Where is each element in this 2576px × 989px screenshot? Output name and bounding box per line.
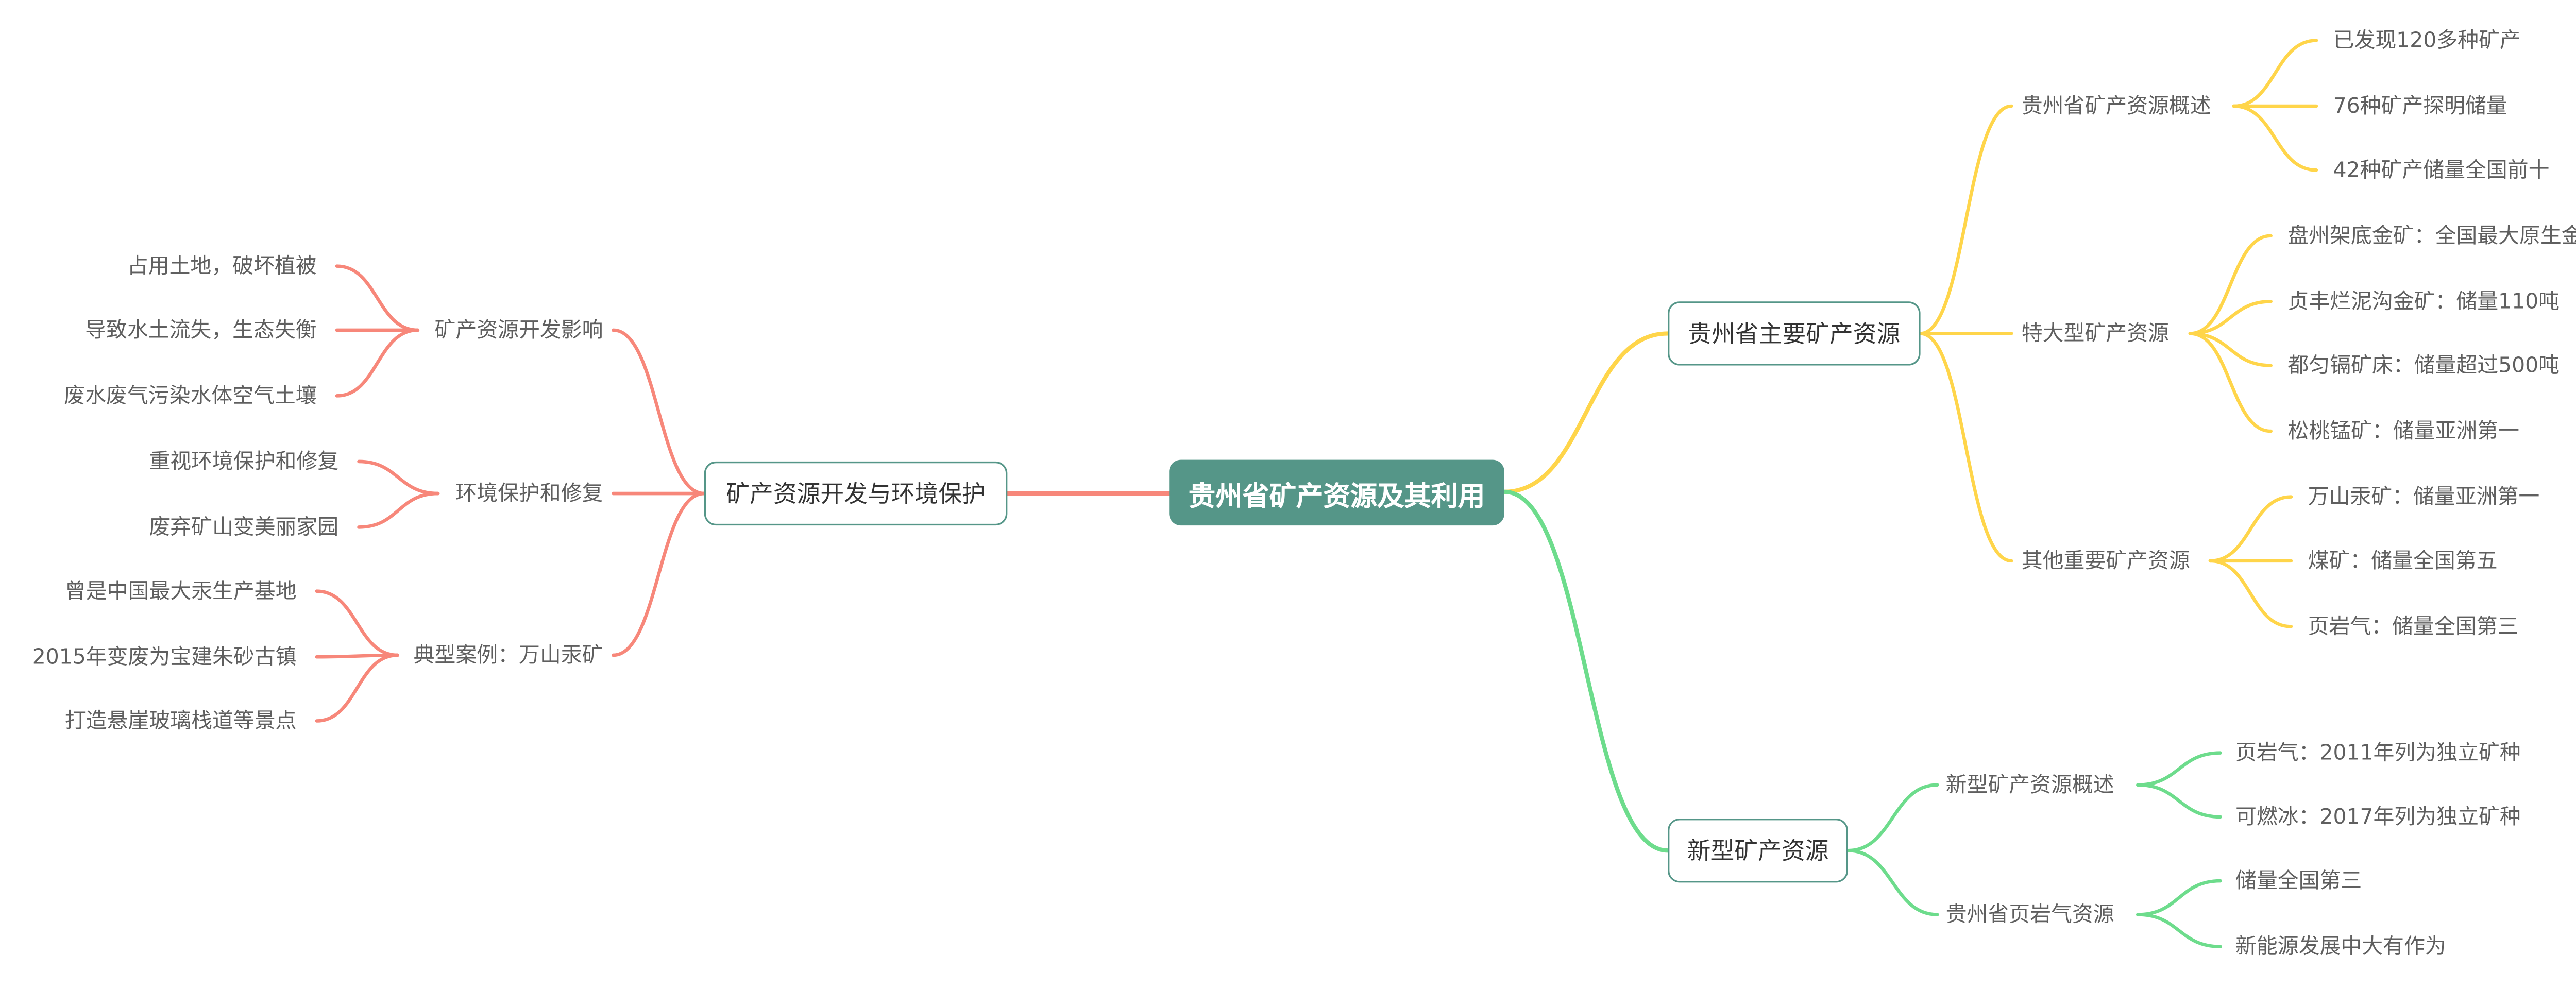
leaf-topic[interactable]: 2015年变废为宝建朱砂古镇 — [32, 643, 297, 669]
leaf-topic[interactable]: 废弃矿山变美丽家园 — [149, 514, 339, 539]
leaf-topic[interactable]: 重视环境保护和修复 — [149, 448, 339, 473]
subtopic[interactable]: 典型案例：万山汞矿 — [413, 641, 603, 667]
leaf-topic[interactable]: 废水废气污染水体空气土壤 — [64, 382, 317, 408]
leaf-topic[interactable]: 贞丰烂泥沟金矿：储量110吨 — [2287, 288, 2560, 314]
leaf-topic[interactable]: 页岩气：2011年列为独立矿种 — [2235, 739, 2521, 765]
connector-subtopic — [1846, 783, 1939, 852]
connector-leaf — [2188, 234, 2273, 335]
connector-leaf — [2232, 39, 2318, 108]
leaf-topic[interactable]: 页岩气：储量全国第三 — [2308, 613, 2519, 639]
main-topic-new-resources[interactable]: 新型矿产资源 — [1668, 819, 1848, 883]
main-topic-major-resources[interactable]: 贵州省主要矿产资源 — [1668, 301, 1921, 366]
leaf-topic[interactable]: 打造悬崖玻璃栈道等景点 — [64, 707, 297, 733]
connector-leaf — [2232, 104, 2318, 172]
connector-leaf — [2188, 332, 2273, 433]
connector-leaf — [2136, 751, 2222, 787]
leaf-topic[interactable]: 已发现120多种矿产 — [2333, 27, 2521, 53]
leaf-topic[interactable]: 76种矿产探明储量 — [2333, 92, 2507, 118]
subtopic[interactable]: 矿产资源开发影响 — [434, 316, 603, 342]
leaf-topic[interactable]: 新能源发展中大有作为 — [2235, 933, 2446, 959]
connector-leaf — [2188, 332, 2273, 367]
subtopic[interactable]: 其他重要矿产资源 — [2021, 547, 2190, 573]
subtopic[interactable]: 环境保护和修复 — [455, 480, 603, 505]
connector-leaf — [335, 328, 420, 398]
leaf-topic[interactable]: 煤矿：储量全国第五 — [2308, 547, 2498, 573]
connector-leaf — [315, 589, 399, 657]
connector-leaf — [2136, 783, 2222, 819]
subtopic[interactable]: 新型矿产资源概述 — [1945, 771, 2114, 797]
leaf-topic[interactable]: 可燃冰：2017年列为独立矿种 — [2235, 803, 2521, 829]
leaf-topic[interactable]: 导致水土流失，生态失衡 — [85, 316, 317, 342]
connector-root-right-bottom — [1502, 489, 1670, 853]
connector-root-right-top — [1502, 331, 1670, 494]
leaf-topic[interactable]: 42种矿产储量全国前十 — [2333, 157, 2550, 182]
connector-leaf — [2136, 913, 2222, 948]
leaf-topic[interactable]: 储量全国第三 — [2235, 867, 2362, 893]
connector-leaf — [315, 653, 399, 723]
subtopic[interactable]: 贵州省页岩气资源 — [1945, 901, 2114, 927]
connector-leaf — [2188, 300, 2273, 335]
connector-leaf — [357, 491, 440, 529]
leaf-topic[interactable]: 都匀镉矿床：储量超过500吨 — [2287, 352, 2560, 378]
subtopic[interactable]: 特大型矿产资源 — [2021, 320, 2169, 346]
subtopic[interactable]: 贵州省矿产资源概述 — [2021, 92, 2211, 118]
leaf-topic[interactable]: 盘州架底金矿：全国最大原生金矿 — [2287, 222, 2576, 248]
connector-leaf — [335, 264, 420, 332]
connector-subtopic — [1919, 332, 2013, 563]
root-topic[interactable]: 贵州省矿产资源及其利用 — [1169, 459, 1504, 526]
connector-leaf — [357, 459, 440, 496]
connector-leaf — [315, 653, 399, 659]
connector-subtopic — [1919, 104, 2013, 335]
connector-subtopic — [611, 328, 706, 496]
leaf-topic[interactable]: 曾是中国最大汞生产基地 — [64, 577, 297, 603]
leaf-topic[interactable]: 松桃锰矿：储量亚洲第一 — [2287, 417, 2520, 443]
connector-subtopic — [611, 491, 706, 657]
main-topic-environment[interactable]: 矿产资源开发与环境保护 — [704, 461, 1008, 526]
connector-leaf — [2208, 559, 2293, 628]
connector-subtopic — [1846, 848, 1939, 916]
connector-leaf — [2136, 879, 2222, 916]
connector-leaf — [2208, 495, 2293, 563]
leaf-topic[interactable]: 万山汞矿：储量亚洲第一 — [2308, 483, 2540, 509]
leaf-topic[interactable]: 占用土地，破坏植被 — [127, 252, 317, 278]
